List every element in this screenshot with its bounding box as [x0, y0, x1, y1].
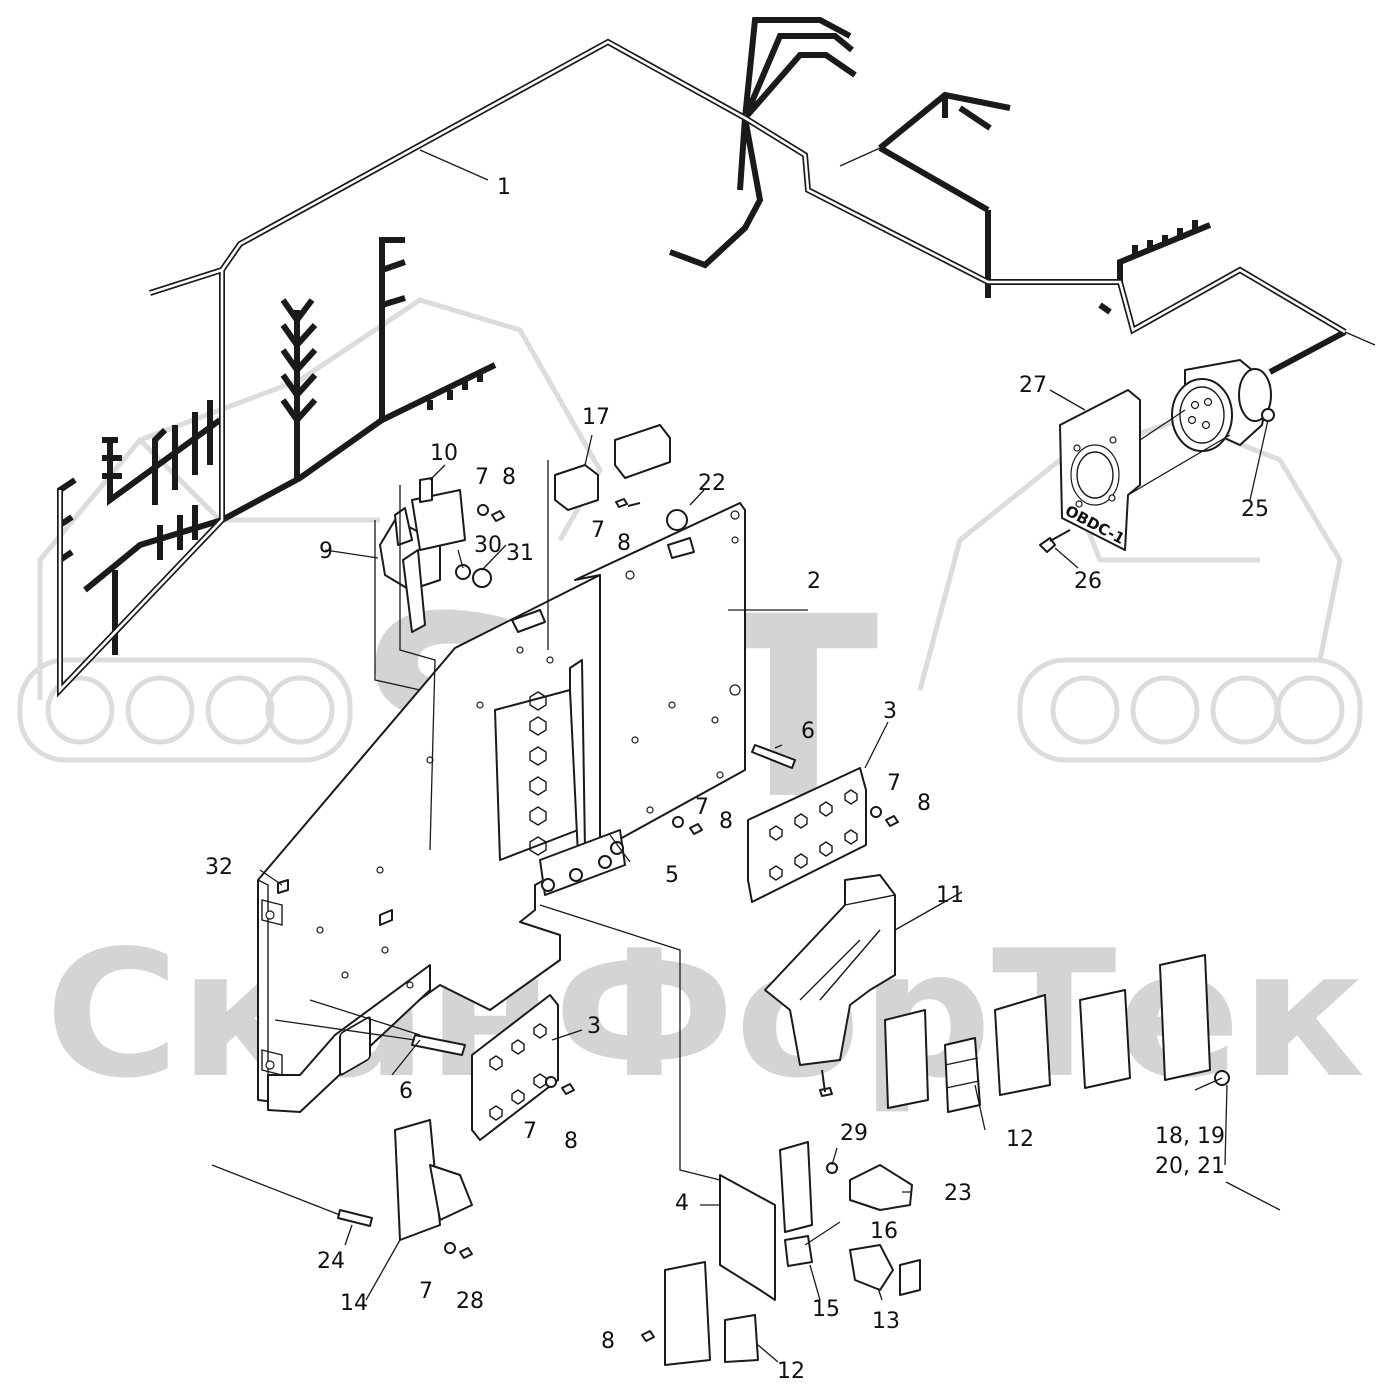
callout-31: 31 — [506, 541, 534, 566]
callout-20-21: 20, 21 — [1155, 1154, 1225, 1179]
switch-washer — [455, 564, 471, 580]
fuse-board-lower — [274, 994, 559, 1141]
fasteners — [444, 504, 899, 1342]
callout-5: 5 — [665, 863, 679, 888]
callout-labels: 1 2 3 3 4 5 6 6 7 7 7 7 7 7 8 8 8 8 8 8 … — [205, 175, 1269, 1384]
callout-30: 30 — [474, 533, 502, 558]
callout-2: 2 — [807, 569, 821, 594]
callout-7-f: 7 — [419, 1279, 433, 1304]
callout-23: 23 — [944, 1181, 972, 1206]
main-panel — [574, 502, 746, 851]
callout-3-lower: 3 — [587, 1014, 601, 1039]
callout-14: 14 — [340, 1291, 368, 1316]
callout-8-c: 8 — [719, 809, 733, 834]
callout-7-c: 7 — [695, 795, 709, 820]
callout-10: 10 — [430, 441, 458, 466]
callout-24: 24 — [317, 1249, 345, 1274]
terminal-cover — [764, 874, 896, 1097]
callout-8-f: 8 — [601, 1329, 615, 1354]
callout-11: 11 — [936, 883, 964, 908]
callout-6-lower: 6 — [399, 1079, 413, 1104]
callout-7-e: 7 — [523, 1119, 537, 1144]
connector-nut — [1261, 408, 1275, 422]
fuse-holder-14 — [211, 1119, 473, 1241]
terminal-blocks — [884, 954, 1230, 1113]
callout-8-e: 8 — [564, 1129, 578, 1154]
fuse-board-upper — [747, 744, 867, 903]
callout-8-d: 8 — [917, 791, 931, 816]
callout-15: 15 — [812, 1297, 840, 1322]
callout-7-b: 7 — [591, 518, 605, 543]
switch-handle — [402, 549, 426, 633]
callout-28: 28 — [456, 1289, 484, 1314]
callout-17: 17 — [582, 405, 610, 430]
callout-4: 4 — [675, 1191, 689, 1216]
callout-22: 22 — [698, 471, 726, 496]
relay-13 — [849, 1244, 921, 1296]
callout-27: 27 — [1019, 373, 1047, 398]
callout-25: 25 — [1241, 497, 1269, 522]
callout-7-d: 7 — [887, 771, 901, 796]
callout-9: 9 — [319, 539, 333, 564]
callout-7-a: 7 — [475, 465, 489, 490]
callout-18-19: 18, 19 — [1155, 1124, 1225, 1149]
callout-8-b: 8 — [617, 531, 631, 556]
lower-bracket-4 — [539, 904, 813, 1301]
callout-12-upper: 12 — [1006, 1127, 1034, 1152]
bracket-tab — [511, 609, 546, 633]
callout-leaders — [259, 389, 1281, 1363]
relay-17b — [614, 424, 671, 479]
plate-opening — [1070, 444, 1120, 506]
fuse-holder-strip — [494, 659, 626, 896]
callout-3-upper: 3 — [883, 699, 897, 724]
callout-29: 29 — [840, 1121, 868, 1146]
callout-32: 32 — [205, 855, 233, 880]
callout-6-upper: 6 — [801, 719, 815, 744]
relay-17a — [554, 464, 599, 511]
callout-12-lower: 12 — [777, 1359, 805, 1384]
wiring-harness — [57, 17, 1376, 698]
plate-screw — [1039, 529, 1071, 553]
callout-8-a: 8 — [502, 465, 516, 490]
lower-fuse-stack — [664, 1235, 813, 1366]
watermark-excavator-left — [17, 297, 603, 763]
switch-nut — [472, 568, 492, 588]
relay-23 — [849, 1164, 913, 1211]
wire-clamp-22 — [666, 509, 688, 531]
battery-switch-group — [374, 477, 492, 851]
callout-1: 1 — [497, 175, 511, 200]
callout-26: 26 — [1074, 569, 1102, 594]
callout-13: 13 — [872, 1309, 900, 1334]
callout-16: 16 — [870, 1219, 898, 1244]
obdc-connector-assembly: OBDC-1 — [1039, 359, 1275, 553]
